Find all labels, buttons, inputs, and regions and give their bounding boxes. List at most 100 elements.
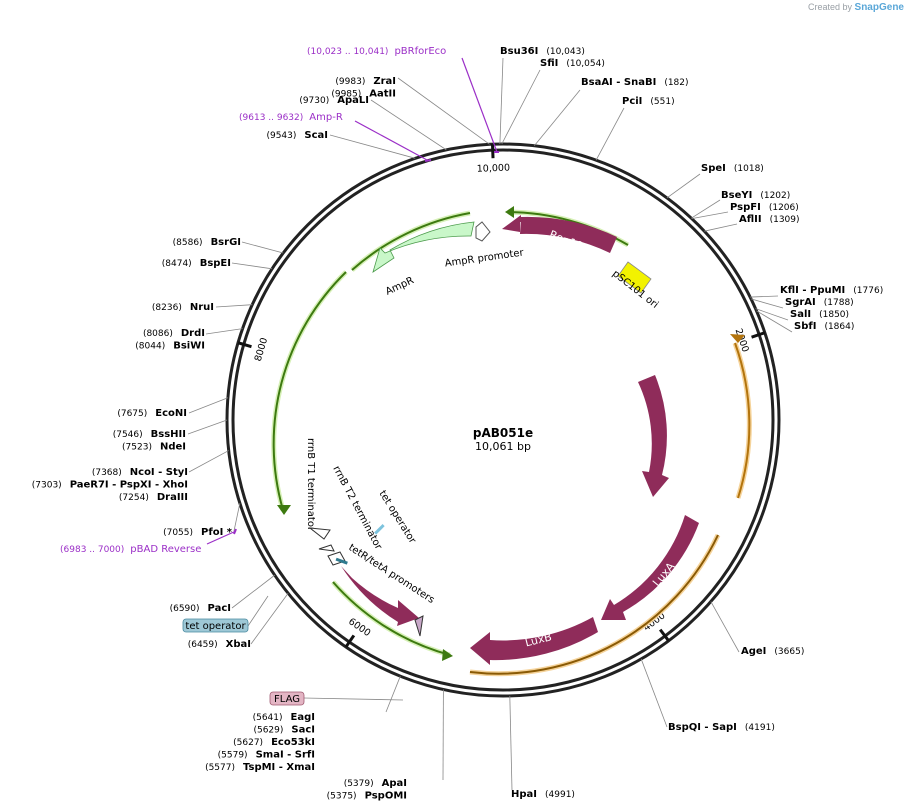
ampr-promoter-arrow[interactable] [475, 221, 491, 242]
feature-lanes [271, 206, 752, 677]
enzyme-site-label[interactable]: (5629)SacI [253, 725, 315, 736]
enzyme-site-label[interactable]: (9543)ScaI [266, 130, 328, 141]
enzyme-site-label[interactable]: (8236)NruI [152, 302, 214, 313]
enzyme-site-label[interactable]: (8044)BsiWI [135, 341, 205, 352]
tetr-operator-pair[interactable] [335, 557, 348, 565]
enzyme-site-label[interactable]: (8474)BspEI [162, 258, 231, 269]
enzyme-label-part: AatII [369, 89, 396, 100]
enzyme-site-label[interactable]: SbfI(1864) [794, 321, 854, 332]
enzyme-leader-line [329, 134, 416, 159]
enzyme-site-label[interactable]: BseYI(1202) [721, 190, 790, 201]
enzyme-label-part: EagI [291, 712, 315, 723]
tet_operator-box[interactable] [182, 618, 249, 633]
enzyme-site-label[interactable]: (9983)ZraI [335, 76, 396, 87]
enzyme-site-label[interactable]: (5375)PspOMI [327, 791, 407, 802]
enzyme-site-label[interactable]: (5577)TspMI - XmaI [205, 762, 315, 773]
enzyme-label-part: (7055) [163, 528, 193, 538]
enzyme-label-part: SalI [790, 309, 811, 320]
enzyme-label-part: NruI [190, 302, 214, 313]
pbad-reverse-primer-marker [233, 528, 237, 535]
enzyme-site-label[interactable]: (7368)NcoI - StyI [92, 467, 188, 478]
enzyme-site-label[interactable]: (9730)ApaLI [299, 95, 369, 106]
enzyme-site-label[interactable]: AgeI(3665) [741, 646, 804, 657]
enzyme-label-part: BsaAI - SnaBI [581, 77, 656, 88]
enzyme-site-label[interactable]: (5641)EagI [253, 712, 315, 723]
enzyme-site-label[interactable]: BsaAI - SnaBI(182) [581, 77, 689, 88]
enzyme-site-label[interactable]: SpeI(1018) [701, 163, 764, 174]
enzyme-label-part: (5579) [218, 751, 248, 761]
enzyme-label-part: EcoNI [155, 408, 187, 419]
snapgene-logo: SnapGene [854, 2, 904, 13]
tick-mark [751, 331, 766, 339]
enzyme-label-part: (3665) [774, 647, 804, 657]
enzyme-label-part: (1788) [824, 298, 854, 308]
rep101-body[interactable] [520, 216, 617, 253]
enzyme-label-part: (1206) [769, 203, 799, 213]
enzyme-site-label[interactable]: BspQI - SapI(4191) [668, 722, 775, 733]
enzyme-site-label[interactable]: PspFI(1206) [730, 202, 799, 213]
primer-label[interactable]: (9613 .. 9632)Amp-R [239, 112, 343, 123]
box-leader-line [247, 595, 269, 627]
enzyme-site-label[interactable]: SfiI(10,054) [540, 58, 605, 69]
enzyme-site-label[interactable]: HpaI(4991) [511, 789, 575, 800]
flag-box[interactable] [269, 691, 305, 706]
lambda-repressor-arrow[interactable] [341, 566, 419, 626]
enzyme-site-label[interactable]: KflI - PpuMI(1776) [780, 285, 883, 296]
luxa-arrow[interactable] [601, 515, 699, 620]
psc101-ori-box[interactable] [617, 261, 652, 294]
enzyme-site-label[interactable]: (6590)PacI [170, 603, 231, 614]
enzyme-site-label[interactable]: (5627) Eco53kI [233, 737, 315, 748]
enzyme-label-part: (7254) [119, 493, 149, 503]
enzyme-site-label[interactable]: SalI (1850) [790, 309, 849, 320]
tet-operator-inner-marker[interactable] [374, 524, 385, 535]
enzyme-site-label[interactable]: (7303)PaeR7I - PspXI - XhoI [32, 480, 188, 491]
enzyme-label-part: (1864) [824, 322, 854, 332]
enzyme-site-label[interactable]: (6459)XbaI [188, 639, 251, 650]
enzyme-label-part: (9730) [299, 96, 329, 106]
enzyme-label-part: Eco53kI [271, 737, 315, 748]
enzyme-site-label[interactable]: (5379)ApaI [344, 778, 407, 789]
tet-operator-inner-label: tet operator [376, 489, 418, 547]
enzyme-label-part: (7523) [122, 443, 152, 453]
enzyme-site-label[interactable]: (8586)BsrGI [173, 237, 241, 248]
primer-label[interactable]: (10,023 .. 10,041)pBRforEco [307, 46, 446, 57]
enzyme-site-label[interactable]: AflII(1309) [739, 214, 800, 225]
enzyme-label-part: SfiI [540, 58, 558, 69]
enzyme-site-label[interactable]: SgrAI(1788) [785, 297, 854, 308]
rrnb-t2-marker[interactable] [318, 544, 335, 552]
enzyme-leader-line [704, 223, 738, 232]
enzyme-site-label[interactable]: (7055)PfoI * [163, 527, 233, 538]
enzyme-site-label[interactable]: PciI(551) [622, 96, 675, 107]
enzyme-site-label[interactable]: (5579)SmaI - SrfI [218, 750, 315, 761]
enzyme-leader-line [205, 328, 243, 335]
enzyme-label-part: DraIII [157, 492, 188, 503]
enzyme-leader-line [250, 593, 289, 645]
enzyme-site-label[interactable]: (7546)BssHII [113, 429, 186, 440]
ampr-arrow[interactable] [372, 221, 475, 273]
plasmid-size: 10,061 bp [475, 440, 531, 453]
tick-mark [237, 341, 252, 349]
enzyme-label-part: (5627) [233, 738, 263, 748]
enzyme-label-part: (1850) [819, 310, 849, 320]
rrnb-t1-marker[interactable] [308, 527, 331, 540]
enzyme-site-label[interactable]: (8086)DrdI [143, 328, 205, 339]
enzyme-site-label[interactable]: (9985) AatII [331, 89, 396, 100]
green-arc-left-line [272, 271, 347, 511]
enzyme-label-part: (7303) [32, 481, 62, 491]
tet_operator-box-label: tet operator [185, 621, 246, 632]
enzyme-leader-line [231, 574, 275, 609]
enzyme-label-part: (9985) [331, 90, 361, 100]
luxb-arrow[interactable] [470, 617, 598, 665]
enzyme-site-label[interactable]: (7254) DraIII [119, 492, 188, 503]
enzyme-site-label[interactable]: (7523)NdeI [122, 442, 186, 453]
backbone-outer-ring [225, 142, 781, 698]
enzyme-label-part: PspOMI [365, 791, 407, 802]
rrnb-t1-label: rrnB T1 terminator [305, 438, 316, 532]
primer-label[interactable]: (6983 .. 7000)pBAD Reverse [60, 544, 201, 555]
lambda-terminator-marker[interactable] [414, 615, 424, 637]
enzyme-leader-line [241, 241, 284, 254]
enzyme-site-label[interactable]: Bsu36I(10,043) [500, 46, 585, 57]
enzyme-leader-line [755, 308, 789, 321]
enzyme-site-label[interactable]: (7675)EcoNI [117, 408, 187, 419]
m13-gene-iii-arrow[interactable] [638, 375, 669, 497]
